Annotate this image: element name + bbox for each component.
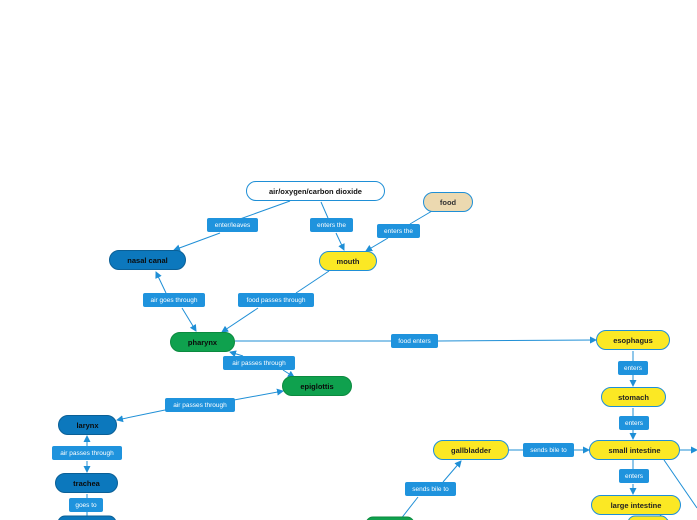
link-label-enter-leaves[interactable]: enter/leaves (207, 218, 258, 232)
link-label-air-goes-through[interactable]: air goes through (143, 293, 205, 307)
link-label-enters-stomach[interactable]: enters (618, 361, 648, 375)
node-epiglottis[interactable]: epiglottis (282, 376, 352, 396)
edge-enters-the-to-mouth (335, 232, 345, 251)
link-label-sends-bile-to-gallbladder[interactable]: sends bile to (405, 482, 456, 496)
edge-mouth-to-food-passes-through (295, 270, 330, 294)
link-label-air-passes-through-pharynx[interactable]: air passes through (223, 356, 295, 370)
node-larynx[interactable]: larynx (58, 415, 117, 435)
offscreen-node-yellow[interactable] (628, 515, 668, 520)
edge-air-passes-through-to-pharynx (229, 350, 244, 358)
link-label-air-passes-through-larynx[interactable]: air passes through (52, 446, 122, 460)
offscreen-node-left[interactable] (58, 515, 116, 520)
node-large-intestine[interactable]: large intestine (591, 495, 681, 515)
node-small-intestine[interactable]: small intestine (589, 440, 680, 460)
edge-sends-bile-to-to-gallbladder (442, 460, 462, 483)
node-mouth[interactable]: mouth (319, 251, 377, 271)
edge-enters-the-to-mouth-2 (365, 237, 389, 252)
edge-air-passes-through-to-epiglottis-2 (233, 388, 284, 401)
edge-air-goes-through-to-nasal-canal (155, 271, 167, 294)
node-food[interactable]: food (423, 192, 473, 212)
node-trachea[interactable]: trachea (55, 473, 118, 493)
link-label-air-passes-through-epiglottis[interactable]: air passes through (165, 398, 235, 412)
node-gallbladder[interactable]: gallbladder (433, 440, 509, 460)
edge-food-enters-to-esophagus (437, 336, 597, 344)
link-label-enters-large-intestine[interactable]: enters (619, 469, 649, 483)
edge-air-to-enters-the (320, 201, 329, 219)
link-label-goes-to[interactable]: goes to (69, 498, 103, 512)
node-stomach[interactable]: stomach (601, 387, 666, 407)
node-air-oxygen-carbon-dioxide[interactable]: air/oxygen/carbon dioxide (246, 181, 385, 201)
edge-offscreen-to-sends-bile-to (399, 496, 419, 520)
edge-air-to-enter-leaves (239, 200, 291, 220)
link-label-enters-small-intestine[interactable]: enters (619, 416, 649, 430)
node-pharynx[interactable]: pharynx (170, 332, 235, 352)
edge-air-passes-through-to-epiglottis (282, 369, 295, 378)
link-label-food-enters[interactable]: food enters (391, 334, 438, 348)
link-label-enters-the-air[interactable]: enters the (310, 218, 353, 232)
edge-air-passes-through-to-larynx (116, 409, 166, 423)
node-nasal-canal[interactable]: nasal canal (109, 250, 186, 270)
edge-enter-leaves-to-nasal-canal (173, 232, 221, 252)
link-label-enters-the-food[interactable]: enters the (377, 224, 420, 238)
edge-food-to-enters-the (409, 210, 433, 225)
node-esophagus[interactable]: esophagus (596, 330, 670, 350)
edge-air-goes-through-to-pharynx (181, 307, 197, 332)
link-label-sends-bile-to-small-intestine[interactable]: sends bile to (523, 443, 574, 457)
edge-small-intestine-diagonal (663, 459, 697, 509)
offscreen-node-green[interactable] (366, 516, 414, 520)
edge-food-passes-through-to-pharynx (221, 307, 259, 333)
link-label-food-passes-through[interactable]: food passes through (238, 293, 314, 307)
